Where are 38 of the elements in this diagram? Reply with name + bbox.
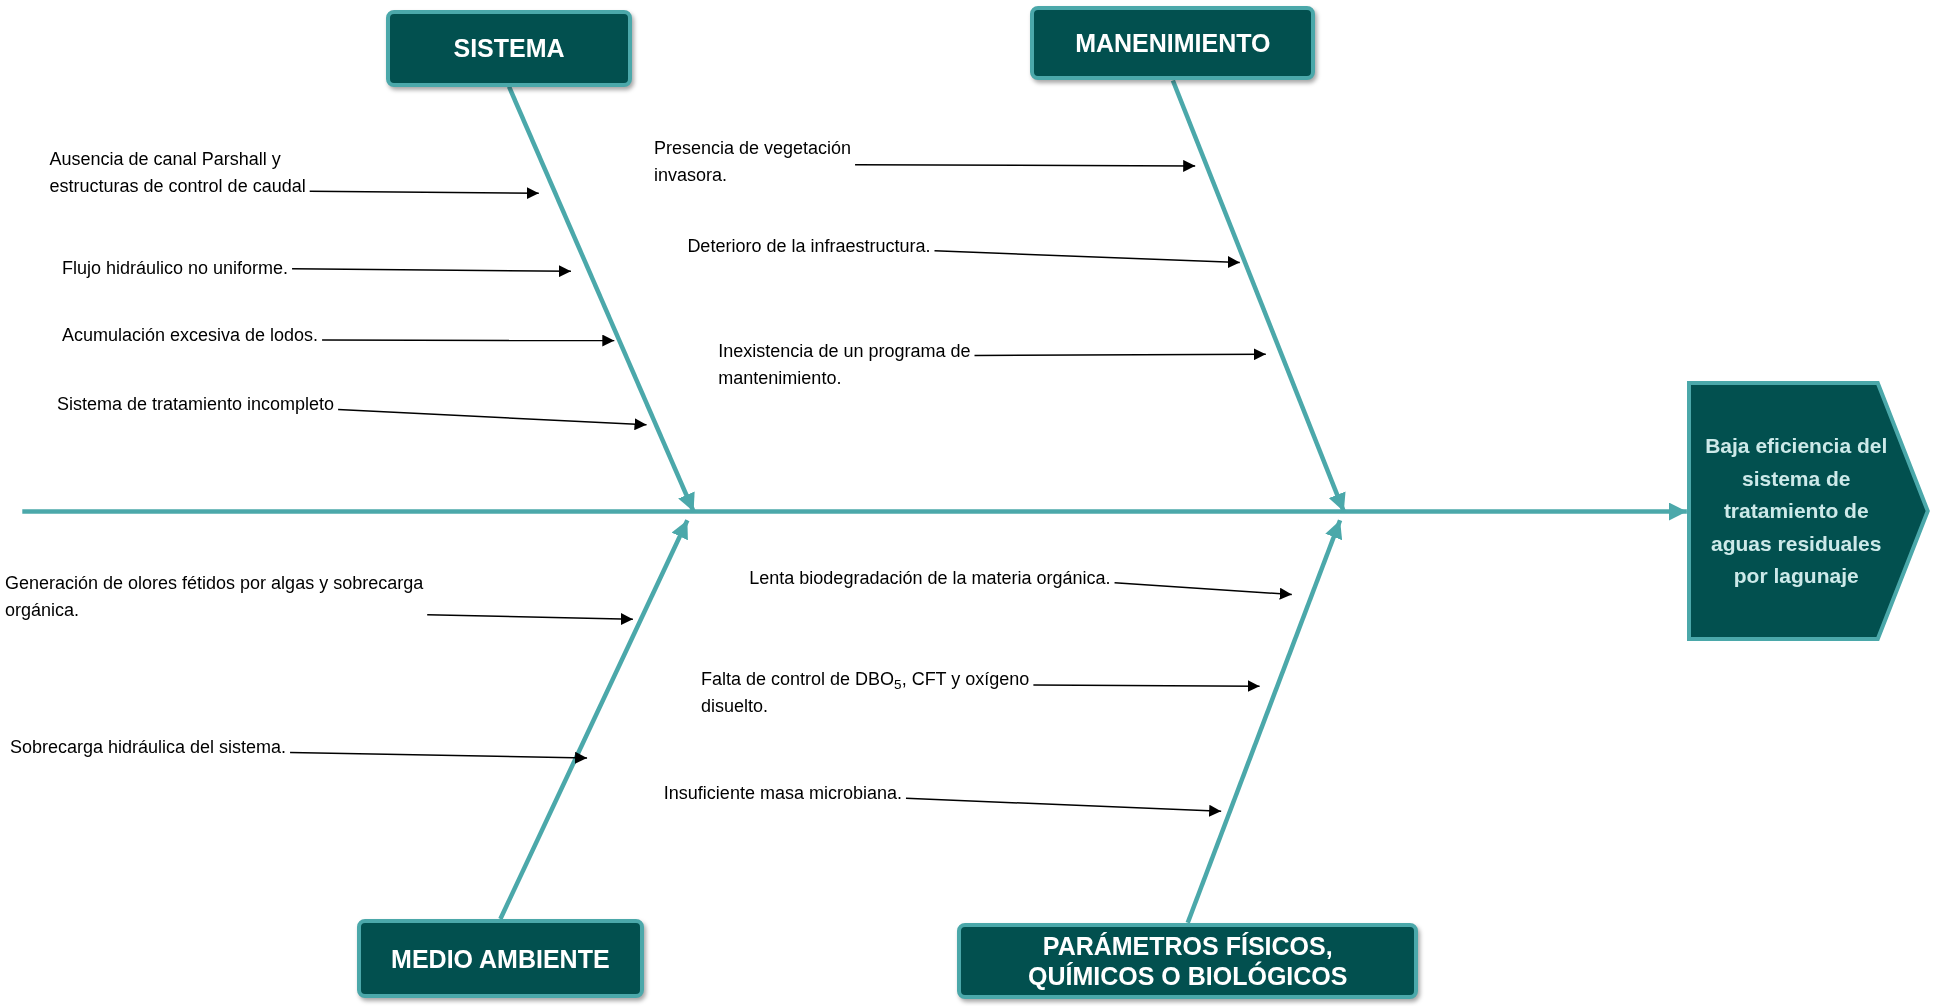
bone-arrow <box>498 519 690 920</box>
category-label: MANENIMIENTO <box>1075 28 1271 59</box>
category-label: PARÁMETROS FÍSICOS, QUÍMICOS O BIOLÓGICOS <box>1027 931 1349 992</box>
arrow <box>289 751 588 764</box>
cause-text: Presencia de vegetación invasora. <box>653 137 853 187</box>
arrow <box>308 187 540 200</box>
bone-arrow <box>1170 79 1346 513</box>
cause-text: Sistema de tratamiento incompleto <box>56 393 336 417</box>
cause-text: Insuficiente masa microbiana. <box>663 782 903 806</box>
cause-text: Lenta biodegradación de la materia orgánica. <box>749 566 1112 590</box>
arrow <box>426 613 634 625</box>
cause-text: Deterioro de la infraestructura. <box>687 234 932 258</box>
bone-arrow <box>506 85 696 513</box>
arrow <box>905 797 1222 817</box>
arrow <box>321 334 616 347</box>
cause-text: Acumulación excesiva de lodos. <box>61 324 320 347</box>
effect-label: Baja eficiencia del sistema de tratamiento de aguas residuales por lagunaje <box>1704 433 1889 590</box>
category-box <box>957 922 1419 1000</box>
arrow <box>854 159 1196 172</box>
cause-text: Flujo hidráulico no uniforme. <box>61 257 290 281</box>
arrow <box>1113 582 1293 600</box>
arrow <box>933 250 1241 269</box>
bone-arrow <box>22 502 1687 521</box>
bone-arrow <box>1185 519 1343 924</box>
category-box <box>386 9 632 87</box>
cause-text: Falta de control de DBO$_{5}$, CFT y oxígeno disuelto. <box>701 668 1031 719</box>
category-box <box>1030 6 1316 81</box>
cause-text: Sobrecarga hidráulica del sistema. <box>9 736 288 760</box>
category-label: MEDIO AMBIENTE <box>391 943 610 974</box>
arrow <box>973 348 1267 361</box>
cause-text: Ausencia de canal Parshall y estructuras de control de caudal <box>49 148 307 199</box>
arrow <box>291 265 572 278</box>
category-label: SISTEMA <box>453 33 565 64</box>
category-box <box>356 918 644 999</box>
cause-text: Inexistencia de un programa de mantenimiento. <box>718 340 972 391</box>
cause-text: Generación de olores fétidos por algas y sobrecarga orgánica. <box>4 571 425 622</box>
arrow <box>337 408 648 431</box>
arrow <box>1032 680 1261 693</box>
